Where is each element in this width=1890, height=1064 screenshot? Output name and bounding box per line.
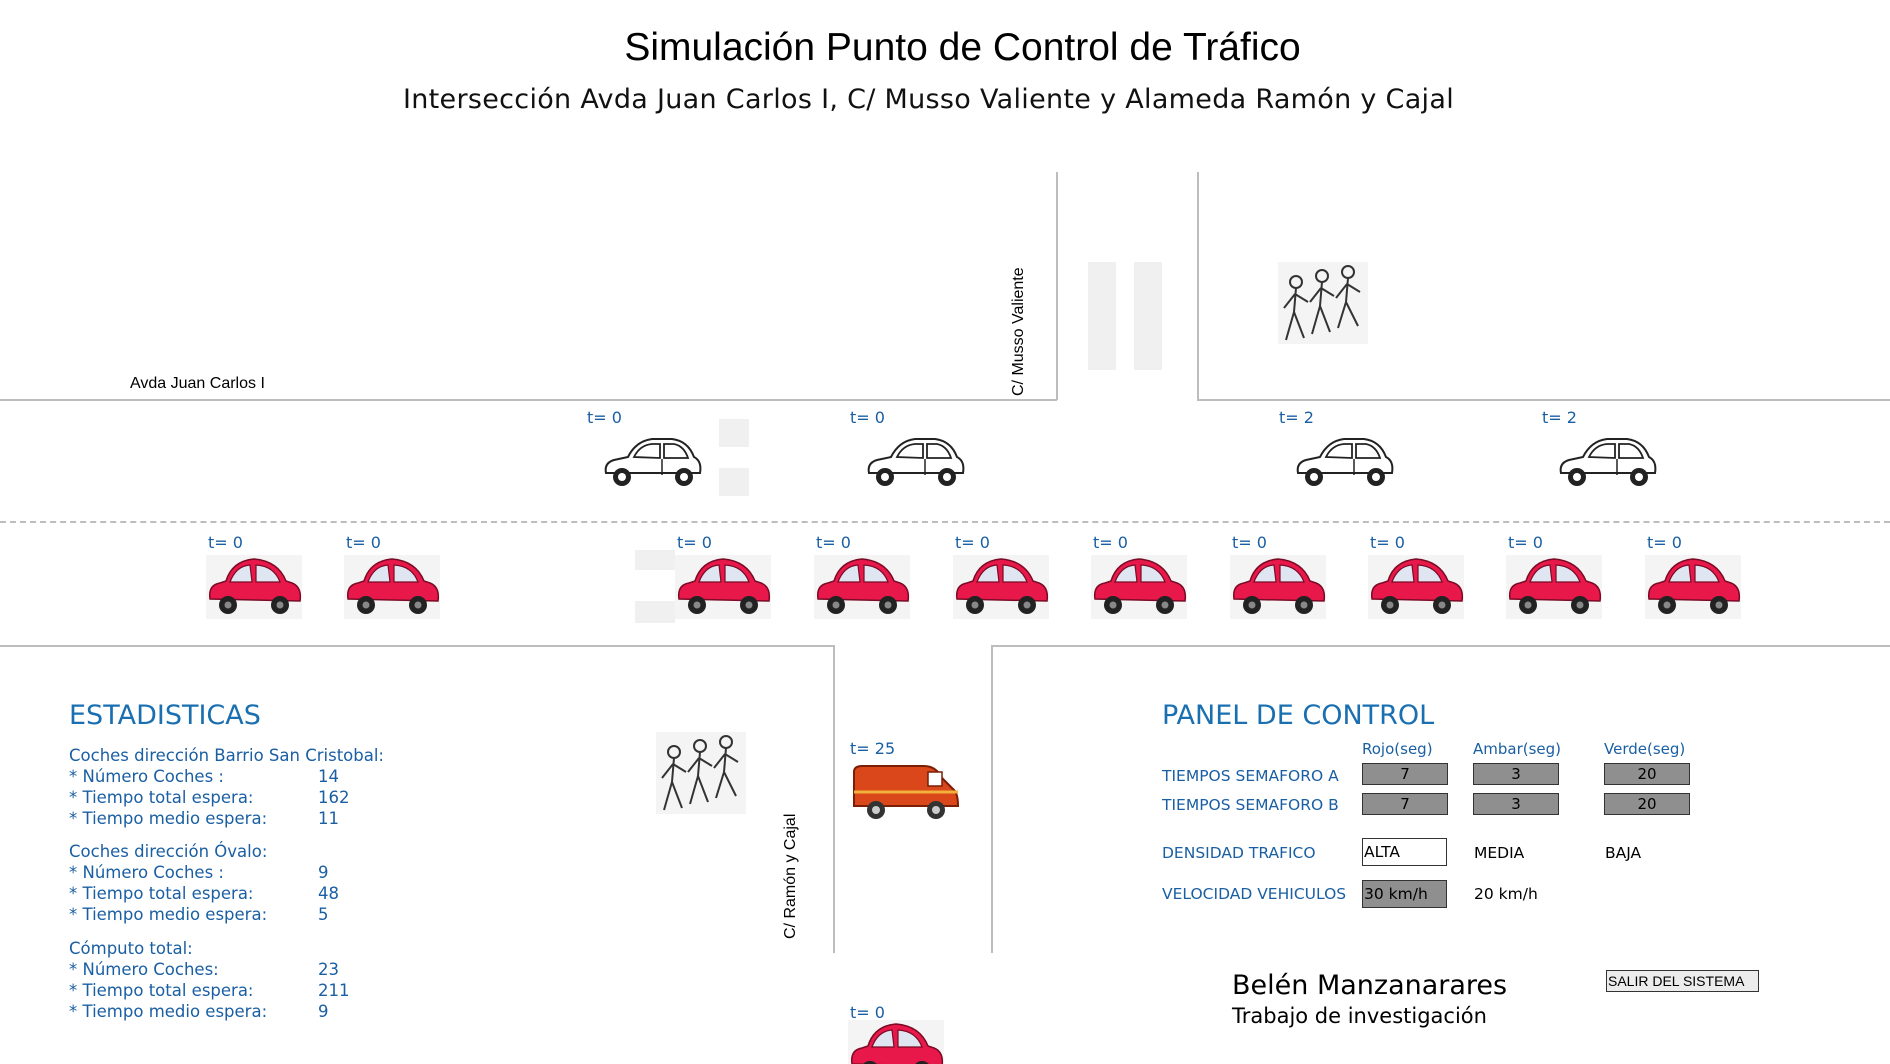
van-icon[interactable] bbox=[850, 758, 962, 822]
author-name: Belén Manzanarares bbox=[1232, 970, 1508, 1001]
stats-row-label: * Tiempo total espera: bbox=[69, 884, 254, 903]
stats-group-heading: Cómputo total: bbox=[69, 939, 193, 958]
densidad-option-alta[interactable]: ALTA bbox=[1362, 838, 1447, 866]
velocidad-option-30[interactable]: 30 km/h bbox=[1362, 880, 1447, 908]
stats-row-value: 5 bbox=[318, 905, 329, 924]
velocidad-option-20[interactable]: 20 km/h bbox=[1474, 885, 1538, 903]
crosswalk-stripe bbox=[1134, 262, 1162, 370]
semaforo-a-amber-input[interactable]: 3 bbox=[1473, 763, 1559, 785]
semaforo-a-label: TIEMPOS SEMAFORO A bbox=[1162, 767, 1339, 785]
crosswalk-stripe bbox=[635, 550, 675, 570]
velocidad-label: VELOCIDAD VEHICULOS bbox=[1162, 885, 1347, 903]
red-car-icon[interactable] bbox=[848, 1020, 944, 1064]
header-red: Rojo(seg) bbox=[1362, 740, 1433, 758]
vehicle-timer: t= 0 bbox=[1647, 533, 1682, 552]
semaforo-b-label: TIEMPOS SEMAFORO B bbox=[1162, 796, 1339, 814]
stats-row-value: 48 bbox=[318, 884, 339, 903]
red-car-icon[interactable] bbox=[814, 555, 910, 619]
stats-group-heading: Coches dirección Óvalo: bbox=[69, 842, 268, 861]
vehicle-timer: t= 0 bbox=[1232, 533, 1267, 552]
vehicle-timer: t= 0 bbox=[850, 408, 885, 427]
densidad-option-baja[interactable]: BAJA bbox=[1605, 844, 1642, 862]
control-title: PANEL DE CONTROL bbox=[1162, 700, 1435, 731]
road-edge bbox=[991, 645, 993, 953]
vehicle-timer: t= 0 bbox=[816, 533, 851, 552]
crosswalk-stripe bbox=[635, 601, 675, 623]
crosswalk-stripe bbox=[719, 419, 749, 447]
road-edge bbox=[1056, 172, 1058, 400]
stats-row-label: * Tiempo medio espera: bbox=[69, 809, 268, 828]
road-edge bbox=[833, 645, 835, 953]
vehicle-timer: t= 0 bbox=[850, 1003, 885, 1022]
stats-row-value: 211 bbox=[318, 981, 350, 1000]
white-car-icon[interactable] bbox=[1292, 433, 1396, 493]
stats-row-value: 162 bbox=[318, 788, 350, 807]
white-car-icon[interactable] bbox=[863, 433, 967, 493]
vehicle-timer: t= 0 bbox=[1370, 533, 1405, 552]
street-label-avenue: Avda Juan Carlos I bbox=[130, 375, 265, 392]
semaforo-b-red-input[interactable]: 7 bbox=[1362, 793, 1448, 815]
lane-divider bbox=[0, 521, 1890, 523]
vehicle-timer: t= 2 bbox=[1542, 408, 1577, 427]
red-car-icon[interactable] bbox=[1645, 555, 1741, 619]
densidad-option-media[interactable]: MEDIA bbox=[1474, 844, 1525, 862]
stats-row-label: * Tiempo total espera: bbox=[69, 788, 254, 807]
vehicle-timer: t= 2 bbox=[1279, 408, 1314, 427]
stats-row-label: * Tiempo medio espera: bbox=[69, 1002, 268, 1021]
stats-row-label: * Tiempo medio espera: bbox=[69, 905, 268, 924]
pedestrians-icon bbox=[656, 732, 746, 814]
stats-group-heading: Coches dirección Barrio San Cristobal: bbox=[69, 746, 384, 765]
header-green: Verde(seg) bbox=[1604, 740, 1686, 758]
crosswalk-stripe bbox=[1088, 262, 1116, 370]
vehicle-timer: t= 0 bbox=[208, 533, 243, 552]
stats-row-value: 11 bbox=[318, 809, 339, 828]
red-car-icon[interactable] bbox=[953, 555, 1049, 619]
stats-row-value: 23 bbox=[318, 960, 339, 979]
road-edge bbox=[0, 399, 1057, 401]
stats-title: ESTADISTICAS bbox=[69, 700, 261, 731]
white-car-icon[interactable] bbox=[1555, 433, 1659, 493]
road-edge bbox=[1197, 172, 1199, 400]
project-name: Trabajo de investigación bbox=[1232, 1004, 1487, 1028]
crosswalk-stripe bbox=[719, 468, 749, 496]
stats-row-label: * Número Coches : bbox=[69, 863, 224, 882]
red-car-icon[interactable] bbox=[675, 555, 771, 619]
street-label-north: C/ Musso Valiente bbox=[1010, 267, 1027, 396]
red-car-icon[interactable] bbox=[206, 555, 302, 619]
semaforo-b-amber-input[interactable]: 3 bbox=[1473, 793, 1559, 815]
page-subtitle: Intersección Avda Juan Carlos I, C/ Muss… bbox=[403, 84, 1454, 115]
pedestrians-icon bbox=[1278, 262, 1368, 344]
stats-row-label: * Número Coches: bbox=[69, 960, 219, 979]
road-edge bbox=[991, 645, 1890, 647]
vehicle-timer: t= 0 bbox=[346, 533, 381, 552]
road-edge bbox=[1197, 399, 1890, 401]
red-car-icon[interactable] bbox=[1091, 555, 1187, 619]
red-car-icon[interactable] bbox=[1368, 555, 1464, 619]
stats-row-value: 14 bbox=[318, 767, 339, 786]
stats-row-label: * Tiempo total espera: bbox=[69, 981, 254, 1000]
vehicle-timer: t= 0 bbox=[1093, 533, 1128, 552]
vehicle-timer: t= 0 bbox=[955, 533, 990, 552]
street-label-south: C/ Ramón y Cajal bbox=[782, 813, 799, 939]
vehicle-timer: t= 25 bbox=[850, 739, 896, 758]
densidad-label: DENSIDAD TRAFICO bbox=[1162, 844, 1316, 862]
stats-row-value: 9 bbox=[318, 863, 329, 882]
vehicle-timer: t= 0 bbox=[587, 408, 622, 427]
vehicle-timer: t= 0 bbox=[1508, 533, 1543, 552]
stats-row-value: 9 bbox=[318, 1002, 329, 1021]
red-car-icon[interactable] bbox=[1230, 555, 1326, 619]
header-amber: Ambar(seg) bbox=[1473, 740, 1562, 758]
page-title: Simulación Punto de Control de Tráfico bbox=[624, 26, 1301, 69]
white-car-icon[interactable] bbox=[600, 433, 704, 493]
stats-row-label: * Número Coches : bbox=[69, 767, 224, 786]
red-car-icon[interactable] bbox=[344, 555, 440, 619]
red-car-icon[interactable] bbox=[1506, 555, 1602, 619]
vehicle-timer: t= 0 bbox=[677, 533, 712, 552]
road-edge bbox=[0, 645, 833, 647]
semaforo-b-green-input[interactable]: 20 bbox=[1604, 793, 1690, 815]
semaforo-a-red-input[interactable]: 7 bbox=[1362, 763, 1448, 785]
semaforo-a-green-input[interactable]: 20 bbox=[1604, 763, 1690, 785]
exit-button[interactable]: SALIR DEL SISTEMA bbox=[1606, 970, 1759, 992]
